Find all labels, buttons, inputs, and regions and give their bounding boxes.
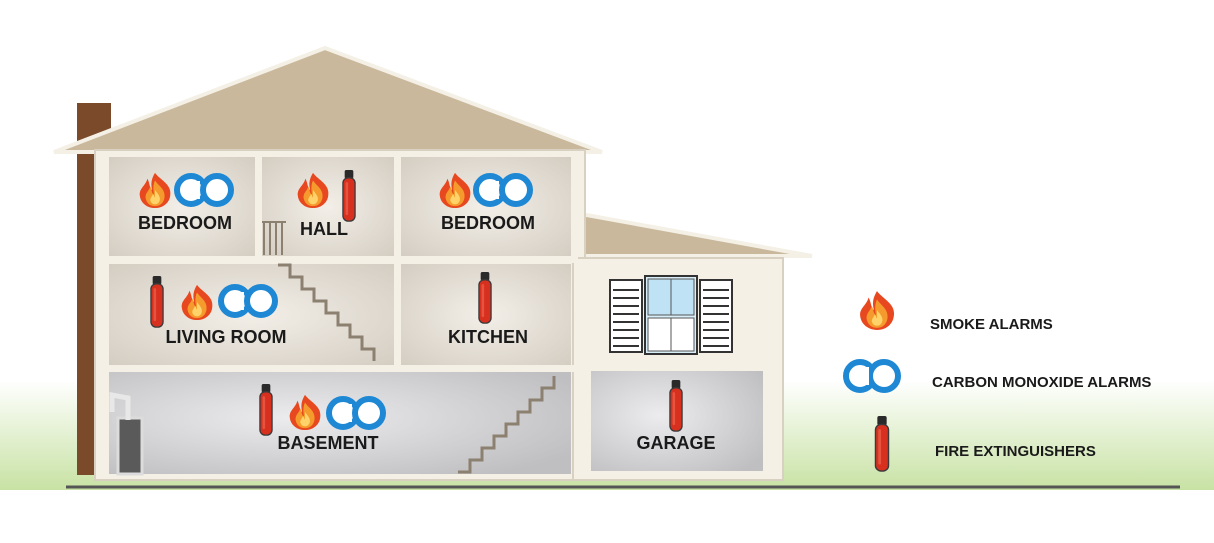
co-alarm-icon [326, 396, 386, 430]
bedroom-right-room [401, 157, 571, 257]
legend-smoke-icon [860, 291, 895, 330]
co-alarm-icon [218, 284, 278, 318]
legend-extinguisher-label: FIRE EXTINGUISHERS [935, 443, 1096, 460]
bedroom-left-room [109, 157, 255, 257]
legend-smoke-label: SMOKE ALARMS [930, 316, 1053, 333]
legend-co-label: CARBON MONOXIDE ALARMS [932, 374, 1151, 391]
room-label-garage: GARAGE [636, 433, 715, 453]
legend-co-icon [843, 359, 901, 393]
room-label-basement: BASEMENT [277, 433, 378, 453]
garage-window [609, 275, 733, 355]
room-label-kitchen: KITCHEN [448, 327, 528, 347]
room-label-living-room: LIVING ROOM [166, 327, 287, 347]
floor-divider-upper [100, 256, 578, 263]
hall-room [262, 157, 394, 257]
room-label-bedroom-left: BEDROOM [138, 213, 232, 233]
stairs-upper [278, 263, 376, 361]
furnace [109, 391, 144, 476]
floor-divider-lower [100, 365, 578, 372]
room-label-bedroom-right: BEDROOM [441, 213, 535, 233]
co-alarm-icon [473, 173, 533, 207]
room-label-hall: HALL [300, 219, 348, 239]
co-alarm-icon [174, 173, 234, 207]
garage-roof [568, 209, 813, 258]
stair-railing [262, 221, 286, 255]
stairs-lower [458, 376, 556, 474]
legend: SMOKE ALARMS CARBON MONOXIDE ALARMS FIRE… [843, 291, 1151, 472]
main-roof [53, 45, 603, 154]
